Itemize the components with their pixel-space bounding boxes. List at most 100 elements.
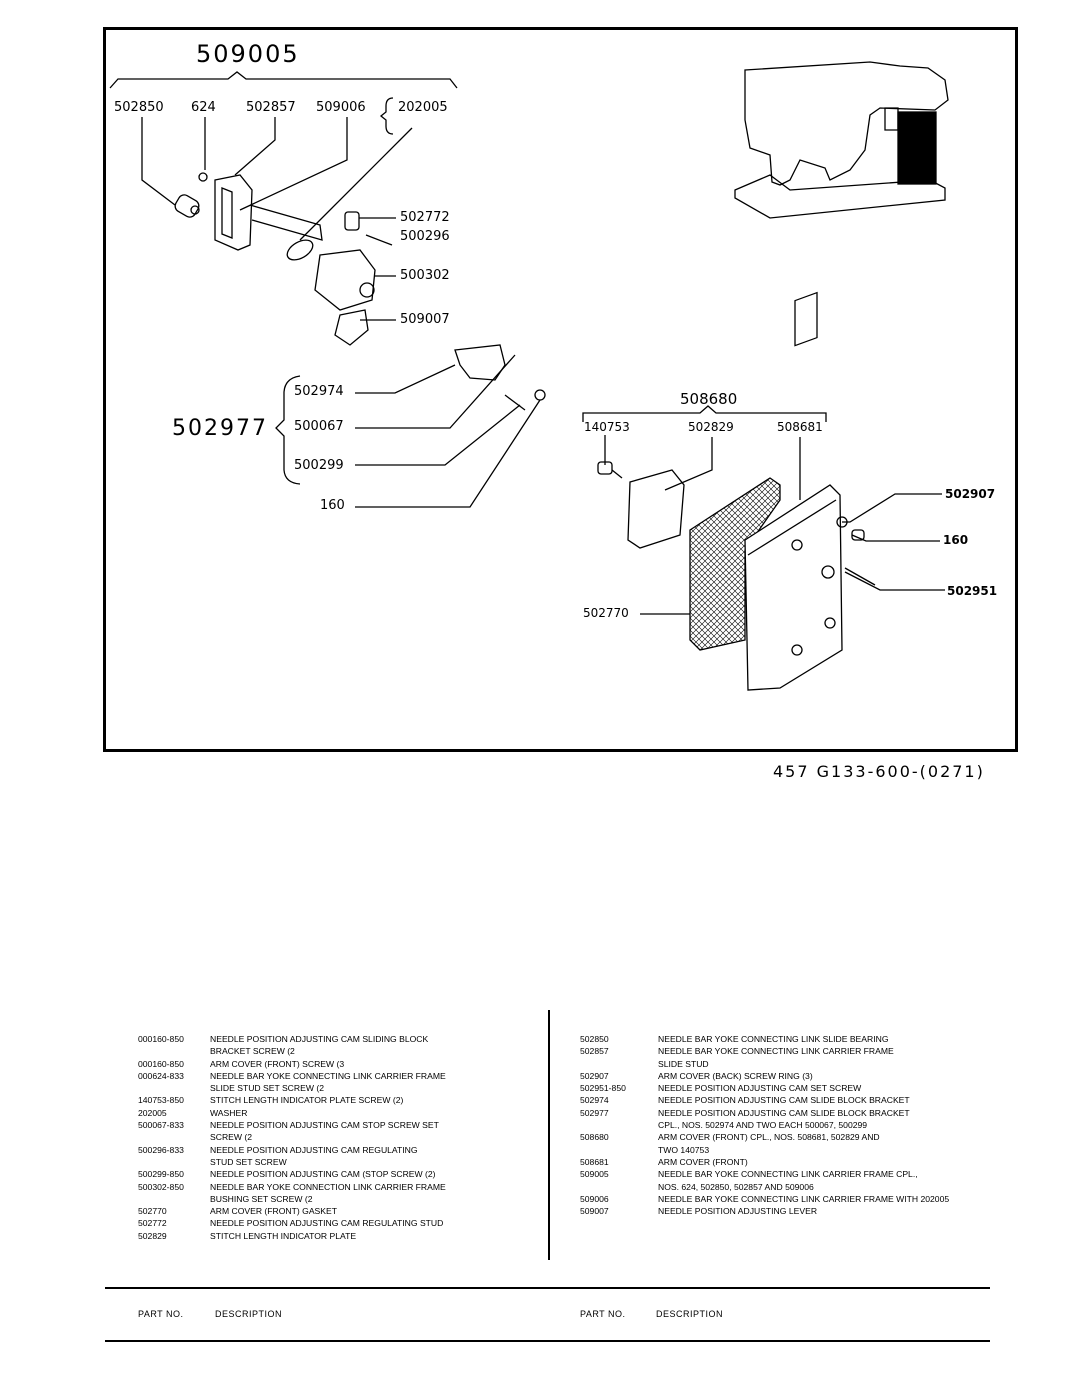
parts-row: 502977 NEEDLE POSITION ADJUSTING CAM SLID… xyxy=(580,1107,1010,1132)
label-160-right: 160 xyxy=(943,533,969,547)
part-description: ARM COVER (FRONT) xyxy=(658,1156,748,1167)
part-description: NEEDLE BAR YOKE CONNECTION LINK CARRIER … xyxy=(210,1181,446,1204)
parts-row: 502850 NEEDLE BAR YOKE CONNECTING LINK SL… xyxy=(580,1033,1010,1045)
label-502772: 502772 xyxy=(400,210,450,225)
part-number: 502857 xyxy=(580,1046,609,1057)
part-description: ARM COVER (BACK) SCREW RING (3) xyxy=(658,1070,813,1081)
parts-row: 000160-850 NEEDLE POSITION ADJUSTING CAM … xyxy=(138,1033,498,1058)
part-number: 202005 xyxy=(138,1107,167,1118)
part-description: NEEDLE POSITION ADJUSTING CAM REGULATING… xyxy=(210,1218,444,1229)
parts-row: 500299-850 NEEDLE POSITION ADJUSTING CAM … xyxy=(138,1168,498,1180)
label-160-left: 160 xyxy=(320,498,345,513)
part-description: NEEDLE POSITION ADJUSTING CAM SET SCREW xyxy=(658,1083,862,1094)
part-number: 000160-850 xyxy=(138,1058,184,1069)
part-number: 500067-833 xyxy=(138,1120,184,1131)
part-description: NEEDLE POSITION ADJUSTING CAM SLIDING BL… xyxy=(210,1034,429,1057)
parts-row: 000160-850 ARM COVER (FRONT) SCREW (3 xyxy=(138,1058,498,1070)
parts-row: 509006 NEEDLE BAR YOKE CONNECTING LINK CA… xyxy=(580,1193,1010,1205)
part-description: NEEDLE POSITION ADJUSTING CAM REGULATING… xyxy=(210,1144,418,1167)
assembly-label-509005: 509005 xyxy=(196,40,300,68)
label-502857: 502857 xyxy=(246,100,296,115)
footer-rule-top xyxy=(105,1287,990,1289)
part-description: NEEDLE POSITION ADJUSTING CAM (STOP SCRE… xyxy=(210,1169,436,1180)
header-part-no-left: PART NO. xyxy=(138,1309,184,1319)
part-number: 509006 xyxy=(580,1193,609,1204)
part-description: NEEDLE POSITION ADJUSTING CAM SLIDE BLOC… xyxy=(658,1095,910,1106)
assembly-label-508680: 508680 xyxy=(680,390,738,408)
drawing-code: 457 G133-600-(0271) xyxy=(773,762,985,781)
assembly-label-502977: 502977 xyxy=(172,416,268,441)
parts-row: 508680 ARM COVER (FRONT) CPL., NOS. 50868… xyxy=(580,1131,1010,1156)
label-500067: 500067 xyxy=(294,419,344,434)
parts-row: 502857 NEEDLE BAR YOKE CONNECTING LINK CA… xyxy=(580,1045,1010,1070)
label-140753: 140753 xyxy=(584,420,630,434)
part-number: 500296-833 xyxy=(138,1144,184,1155)
part-description: ARM COVER (FRONT) CPL., NOS. 508681, 502… xyxy=(658,1132,880,1155)
part-description: NEEDLE BAR YOKE CONNECTING LINK CARRIER … xyxy=(658,1169,918,1192)
label-500296: 500296 xyxy=(400,229,450,244)
exploded-parts-illustration xyxy=(109,61,949,691)
parts-list-right: 502850 NEEDLE BAR YOKE CONNECTING LINK SL… xyxy=(580,1033,1010,1217)
part-number: 509007 xyxy=(580,1206,609,1217)
part-number: 508680 xyxy=(580,1132,609,1143)
parts-row: 502951-850 NEEDLE POSITION ADJUSTING CAM … xyxy=(580,1082,1010,1094)
label-508681: 508681 xyxy=(777,420,823,434)
part-number: 000160-850 xyxy=(138,1034,184,1044)
label-502770: 502770 xyxy=(583,606,629,620)
parts-row: 140753-850 STITCH LENGTH INDICATOR PLATE … xyxy=(138,1094,498,1106)
header-description-left: DESCRIPTION xyxy=(215,1309,283,1319)
label-502850: 502850 xyxy=(114,100,164,115)
part-number: 500302-850 xyxy=(138,1181,184,1192)
label-202005: 202005 xyxy=(398,100,448,115)
parts-row: 509007 NEEDLE POSITION ADJUSTING LEVER xyxy=(580,1205,1010,1217)
parts-row: 500067-833 NEEDLE POSITION ADJUSTING CAM … xyxy=(138,1119,498,1144)
part-description: STITCH LENGTH INDICATOR PLATE xyxy=(210,1230,357,1241)
label-502974: 502974 xyxy=(294,384,344,399)
parts-row: 500302-850 NEEDLE BAR YOKE CONNECTION LIN… xyxy=(138,1181,498,1206)
part-description: NEEDLE BAR YOKE CONNECTING LINK CARRIER … xyxy=(658,1193,950,1204)
parts-row: 509005 NEEDLE BAR YOKE CONNECTING LINK CA… xyxy=(580,1168,1010,1193)
part-description: WASHER xyxy=(210,1107,248,1118)
part-description: NEEDLE POSITION ADJUSTING CAM SLIDE BLOC… xyxy=(658,1107,910,1131)
part-description: NEEDLE BAR YOKE CONNECTING LINK CARRIER … xyxy=(658,1046,894,1069)
part-number: 502772 xyxy=(138,1218,167,1229)
part-number: 509005 xyxy=(580,1169,609,1180)
parts-row: 500296-833 NEEDLE POSITION ADJUSTING CAM … xyxy=(138,1144,498,1169)
label-500299: 500299 xyxy=(294,458,344,473)
part-number: 502977 xyxy=(580,1107,609,1118)
part-description: NEEDLE BAR YOKE CONNECTING LINK CARRIER … xyxy=(210,1070,446,1094)
parts-row: 502772 NEEDLE POSITION ADJUSTING CAM REGU… xyxy=(138,1217,498,1229)
label-500302: 500302 xyxy=(400,268,450,283)
part-number: 508681 xyxy=(580,1156,609,1167)
header-part-no-right: PART NO. xyxy=(580,1309,626,1319)
part-description: STITCH LENGTH INDICATOR PLATE SCREW (2) xyxy=(210,1095,404,1106)
part-number: 502974 xyxy=(580,1095,609,1106)
part-number: 000624-833 xyxy=(138,1070,184,1081)
part-description: NEEDLE BAR YOKE CONNECTING LINK SLIDE BE… xyxy=(658,1034,889,1044)
parts-row: 000624-833 NEEDLE BAR YOKE CONNECTING LIN… xyxy=(138,1070,498,1095)
label-502829: 502829 xyxy=(688,420,734,434)
part-number: 502829 xyxy=(138,1230,167,1241)
part-number: 502951-850 xyxy=(580,1083,626,1094)
label-509006: 509006 xyxy=(316,100,366,115)
parts-row: 502829 STITCH LENGTH INDICATOR PLATE xyxy=(138,1230,498,1242)
parts-row: 502974 NEEDLE POSITION ADJUSTING CAM SLID… xyxy=(580,1094,1010,1106)
part-description: ARM COVER (FRONT) SCREW (3 xyxy=(210,1058,345,1069)
label-624: 624 xyxy=(191,100,216,115)
label-502951: 502951 xyxy=(947,584,998,598)
parts-row: 508681 ARM COVER (FRONT) xyxy=(580,1156,1010,1168)
label-502907: 502907 xyxy=(945,487,996,501)
part-number: 502907 xyxy=(580,1070,609,1081)
part-description: NEEDLE POSITION ADJUSTING CAM STOP SCREW… xyxy=(210,1120,439,1143)
footer-rule-bottom xyxy=(105,1340,990,1342)
diagram-frame xyxy=(103,27,1018,752)
column-divider xyxy=(548,1010,550,1260)
parts-row: 502907 ARM COVER (BACK) SCREW RING (3) xyxy=(580,1070,1010,1082)
part-number: 500299-850 xyxy=(138,1169,184,1180)
part-description: ARM COVER (FRONT) GASKET xyxy=(210,1206,338,1217)
part-description: NEEDLE POSITION ADJUSTING LEVER xyxy=(658,1206,818,1217)
part-number: 502850 xyxy=(580,1034,609,1044)
part-number: 140753-850 xyxy=(138,1095,184,1106)
